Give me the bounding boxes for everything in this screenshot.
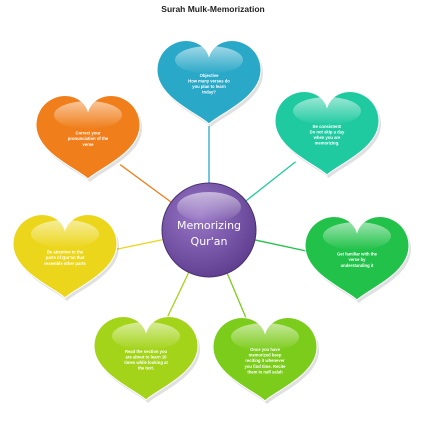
connector-pronunciation [119,164,172,203]
heart-text-line: when you are [313,135,341,140]
hub-label-line-2: Qur'an [191,235,228,248]
heart-text-line: you plan to learn [192,84,226,89]
diagram-title: Surah Mulk-Memorization [161,4,265,14]
heart-text-line: times while looking at [124,360,168,365]
heart-text-line: memorizing. [315,141,340,146]
heart-text-line: understanding it [341,263,374,268]
heart-text-line: Be attentive to the [47,250,84,255]
heart-text-line: verse by [349,257,367,262]
heart-text-line: reciting it whenever [245,358,285,363]
heart-text-line: pronunciation of the [68,136,109,141]
heart-text-line: Do not skip a day [310,129,345,134]
heart-text-line: today? [202,90,216,95]
heart-text-line: How many verses do [188,78,230,83]
heart-text-line: them in nafl salah [247,369,283,374]
heart-text-line: Read the section you [125,349,168,354]
heart-text-line: you find time. Recite [245,364,287,369]
heart-text-line: Correct your [75,131,101,136]
heart-text-line: Objective [200,73,220,78]
heart-text-line: Once you have [250,347,280,352]
heart-text-line: Be consistent! [313,124,342,129]
connector-consistent [245,161,296,202]
hub-label-line-1: Memorizing [177,219,241,232]
heart-text-line: memorized keep [249,353,282,358]
heart-text-line: resemble other parts [44,261,86,266]
hub-node: Memorizing Qur'an [161,182,257,278]
heart-text-line: are about to learn 10 [126,354,168,359]
heart-text-line: verse [83,142,95,147]
heart-text-line: parts of Qur'an that [46,255,85,260]
heart-text-line: the text. [138,366,154,371]
heart-text-line: Get familiar with the [337,252,378,257]
